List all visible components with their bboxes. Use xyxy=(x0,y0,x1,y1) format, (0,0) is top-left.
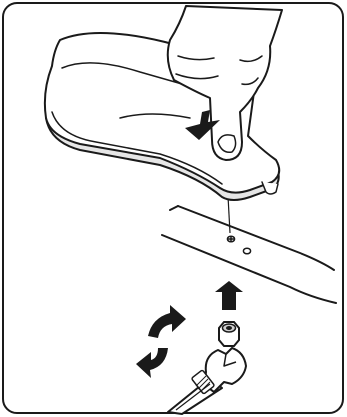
nut-icon xyxy=(219,322,239,346)
